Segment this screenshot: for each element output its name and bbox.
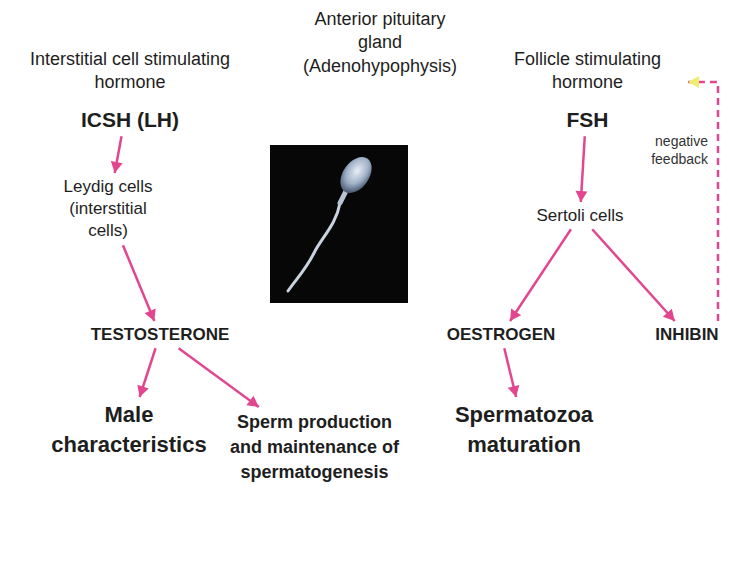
node-text: OESTROGEN: [437, 324, 565, 345]
connector-line: [510, 229, 571, 321]
connector-arrow: [688, 76, 718, 321]
effect-label: Sperm production and maintenance of sper…: [222, 410, 407, 486]
connector-arrow: [123, 245, 156, 321]
connector-line: [115, 136, 122, 173]
hormone-product: TESTOSTERONE: [70, 324, 250, 345]
node-abbreviation: ICSH (LH): [25, 107, 235, 133]
connector-arrow: [179, 348, 259, 407]
arrow-head: [145, 309, 156, 321]
node-text: INHIBIN: [642, 324, 732, 345]
hormone-product: INHIBIN: [642, 324, 732, 345]
arrow-head: [575, 191, 587, 202]
connector-arrow: [575, 136, 587, 202]
node-text: Spermatozoa maturation: [440, 400, 608, 459]
connector-arrow: [111, 136, 123, 173]
hormone-product: OESTROGEN: [437, 324, 565, 345]
connector-arrow: [510, 229, 571, 321]
connector-line: [592, 229, 674, 321]
arrow-head: [508, 385, 520, 397]
connector-arrow: [592, 229, 674, 321]
cell-label: Leydig cells (interstitial cells): [52, 176, 164, 242]
connector-arrow: [137, 348, 155, 397]
connector-line: [504, 348, 516, 397]
connector-arrow: [504, 348, 519, 397]
diagram-title: Anterior pituitary gland (Adenohypophysi…: [295, 8, 465, 78]
node-text: TESTOSTERONE: [70, 324, 250, 345]
cell-label: Sertoli cells: [520, 205, 640, 226]
arrow-head: [137, 385, 148, 397]
effect-label: Spermatozoa maturation: [440, 400, 608, 459]
node-text: Follicle stimulating hormone: [490, 48, 685, 93]
node-text: Leydig cells (interstitial cells): [52, 176, 164, 242]
arrow-head: [510, 309, 521, 321]
arrow-head: [663, 309, 675, 321]
connector-line: [581, 136, 585, 202]
arrow-head: [111, 161, 123, 173]
arrow-head: [688, 76, 699, 88]
connector-line: [179, 348, 259, 407]
node-text: Interstitial cell stimulating hormone: [25, 48, 235, 93]
effect-label: Male characteristics: [40, 400, 218, 459]
hormone-label: Follicle stimulating hormoneFSH: [490, 48, 685, 133]
node-abbreviation: FSH: [490, 107, 685, 133]
arrow-head: [246, 396, 258, 407]
edge-label: negative feedback: [632, 132, 708, 168]
connector-line: [140, 348, 156, 397]
sperm-illustration: [270, 145, 408, 303]
node-text: Sperm production and maintenance of sper…: [222, 410, 407, 486]
connector-line: [688, 82, 718, 321]
node-text: Sertoli cells: [520, 205, 640, 226]
connector-line: [123, 245, 154, 321]
hormone-label: Interstitial cell stimulating hormoneICS…: [25, 48, 235, 133]
node-text: Male characteristics: [40, 400, 218, 459]
